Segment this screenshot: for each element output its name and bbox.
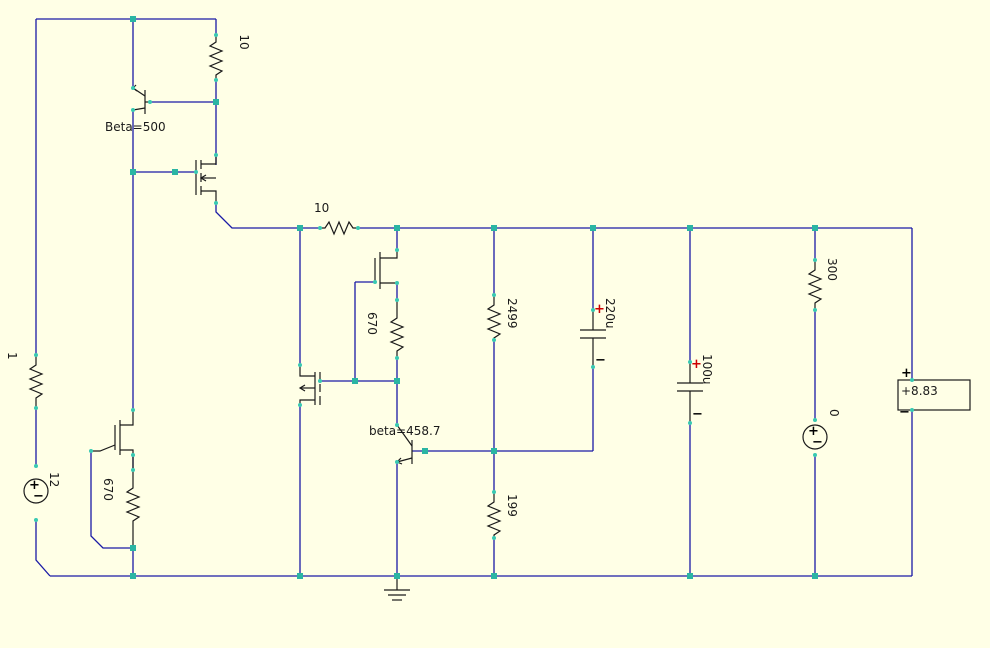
capacitor-220u-minus: − — [595, 353, 606, 368]
resistor-top-label: 10 — [237, 34, 251, 49]
capacitor-100u-label: 100u — [700, 354, 714, 385]
mosfet-m2[interactable] — [374, 250, 398, 289]
resistor-2499-label: 2499 — [505, 298, 519, 329]
resistor-left[interactable]: 1 — [5, 352, 44, 408]
capacitor-220u-label: 220u — [603, 298, 617, 329]
vsrc-zero-minus: − — [812, 435, 823, 450]
vsrc-main-minus: − — [33, 489, 44, 504]
vsrc-zero-label: 0 — [827, 409, 841, 417]
resistor-199[interactable]: 199 — [486, 492, 519, 538]
wires — [35, 18, 913, 577]
resistor-series-label: 10 — [314, 201, 329, 215]
vsrc-zero-plus: + — [808, 424, 819, 439]
pin-dots — [34, 33, 914, 540]
ground-icon — [384, 576, 410, 601]
resistor-199-label: 199 — [505, 494, 519, 517]
resistor-670-left[interactable]: 670 — [101, 470, 141, 548]
resistor-670-mid[interactable]: 670 — [365, 300, 405, 358]
bjt-q1-beta: Beta=500 — [105, 120, 166, 134]
bjt-q2-beta: beta=458.7 — [369, 424, 440, 438]
voltmeter-plus: + — [901, 366, 912, 381]
junction-nodes — [130, 16, 818, 579]
voltmeter-reading: +8.83 — [901, 384, 938, 398]
vsrc-main-plus: + — [29, 478, 40, 493]
voltmeter-minus: − — [899, 405, 910, 420]
resistor-670-mid-label: 670 — [365, 312, 379, 335]
voltage-source-main[interactable]: + − 12 — [23, 472, 61, 504]
capacitor-220u[interactable]: + − 220u — [580, 298, 617, 368]
resistor-left-label: 1 — [5, 352, 19, 360]
bjt-q2[interactable]: beta=458.7 — [369, 424, 440, 465]
vsrc-main-label: 12 — [47, 472, 61, 487]
bjt-q1[interactable]: Beta=500 — [105, 84, 166, 134]
capacitor-100u-minus: − — [692, 407, 703, 422]
mosfet-m4[interactable] — [298, 365, 321, 405]
resistor-top[interactable]: 10 — [208, 34, 251, 80]
capacitor-220u-plus: + — [594, 302, 605, 317]
mosfet-m1[interactable] — [195, 155, 217, 203]
voltmeter[interactable]: +8.83 + − — [897, 366, 971, 420]
resistor-2499[interactable]: 2499 — [486, 295, 519, 340]
mosfet-m3[interactable] — [91, 410, 134, 470]
resistor-300[interactable]: 300 — [807, 258, 839, 310]
capacitor-100u-plus: + — [691, 357, 702, 372]
voltage-source-zero[interactable]: + − 0 — [802, 409, 841, 450]
resistor-300-label: 300 — [825, 258, 839, 281]
resistor-670-left-label: 670 — [101, 478, 115, 501]
resistor-series[interactable]: 10 — [314, 201, 358, 236]
capacitor-100u[interactable]: + − 100u — [677, 354, 714, 423]
